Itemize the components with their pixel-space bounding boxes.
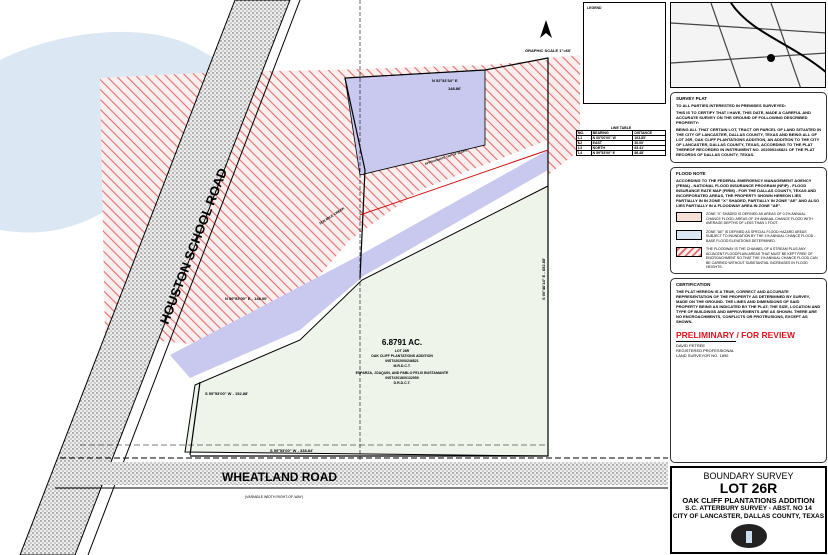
floodway-swatch xyxy=(676,247,702,257)
zone-x-swatch xyxy=(676,212,702,222)
lot-addition: OAK CLIFF PLANTATIONS ADDITION xyxy=(371,354,433,358)
title-location: CITY OF LANCASTER, DALLAS COUNTY, TEXAS xyxy=(672,513,825,520)
acreage: 6.8791 AC. xyxy=(382,338,422,347)
lot-inst: INST#202000246821 xyxy=(385,359,418,363)
line-table-title: LINE TABLE xyxy=(610,126,632,130)
survey-plat-p1: THIS IS TO CERTIFY THAT I HAVE, THIS DAT… xyxy=(676,110,811,125)
bearing-north: N 52°33'34" E xyxy=(432,78,458,83)
surveyor-name: DAVID PETREE xyxy=(676,342,706,348)
title-survey-type: BOUNDARY SURVEY xyxy=(703,471,794,481)
purple-easement-creek xyxy=(170,150,548,378)
line-table-cell: L4 xyxy=(576,150,592,156)
bearing-north-dist: 148.86' xyxy=(448,86,461,91)
bearing-south: S 59°53'00" W - 338.84' xyxy=(270,448,313,453)
notes-panel: SURVEY PLAT TO ALL PARTIES INTERESTED IN… xyxy=(670,2,827,463)
lot-number: LOT 26R xyxy=(395,349,410,353)
bearing-southwest: S 59°53'00" W - 152.88' xyxy=(205,391,248,396)
houston-school-road xyxy=(19,0,291,555)
owner-inst: INST#201800132959 xyxy=(385,376,418,380)
certification-text: THE PLAT HEREON IS A TRUE, CORRECT AND A… xyxy=(676,288,821,324)
survey-plat-note: SURVEY PLAT TO ALL PARTIES INTERESTED IN… xyxy=(670,92,827,163)
flood-note: FLOOD NOTE ACCORDING TO THE FEDERAL EMER… xyxy=(670,167,827,274)
line-table-cell: 86.48' xyxy=(632,150,666,156)
owner: ESPARZA, JOAQUIN, AND PABLO FELIX BUSTAM… xyxy=(356,371,449,375)
line-table-cell: N 59°53'00" E xyxy=(590,150,634,156)
flood-note-title: FLOOD NOTE xyxy=(676,171,706,176)
owner-rec: D.R.D.C.T. xyxy=(394,381,411,385)
top-of-slope xyxy=(359,149,549,216)
title-addition: OAK CLIFF PLANTATIONS ADDITION xyxy=(682,496,815,505)
survey-plat-map: HOUSTON SCHOOL ROAD WHEATLAND ROAD (VARI… xyxy=(0,0,668,555)
company-logo xyxy=(730,524,767,548)
survey-plat-p2: BEING ALL THAT CERTAIN LOT, TRACT OR PAR… xyxy=(676,127,821,157)
survey-plat-title: SURVEY PLAT xyxy=(676,96,708,101)
graphic-scale: GRAPHIC SCALE 1"=60' xyxy=(525,48,571,53)
flood-hatch-east xyxy=(548,55,580,175)
floodway: THE FLOODWAY IS THE CHANNEL OF A STREAM … xyxy=(706,247,818,269)
surveyor-title: REGISTERED PROFESSIONAL xyxy=(676,347,735,353)
legend-title: LEGEND xyxy=(587,6,602,10)
flood-zone-x: ZONE "X" SHADED IS DEFINED AS AREAS OF 0… xyxy=(706,212,813,225)
title-block: BOUNDARY SURVEY LOT 26R OAK CLIFF PLANTA… xyxy=(670,466,827,554)
vicinity-map xyxy=(670,2,826,88)
survey-plat-to: TO ALL PARTIES INTERESTED IN PREMISES SU… xyxy=(676,103,787,108)
title-lot: LOT 26R xyxy=(719,480,778,496)
wheatland-road-sub: (VARIABLE WIDTH RIGHT-OF-WAY) xyxy=(245,495,303,499)
lot-boundary xyxy=(189,57,549,457)
certification-title: CERTIFICATION xyxy=(676,281,711,287)
legend-box: LEGEND xyxy=(583,2,666,104)
preliminary-stamp: PRELIMINARY / FOR REVIEW xyxy=(676,329,796,340)
lot-rec: M.R.D.C.T. xyxy=(393,364,410,368)
wheatland-road xyxy=(50,462,668,485)
flood-note-text: ACCORDING TO THE FEDERAL EMERGENCY MANAG… xyxy=(676,178,820,208)
certification: CERTIFICATION THE PLAT HEREON IS A TRUE,… xyxy=(670,277,827,463)
title-survey-abstract: S.C. ATTERBURY SURVEY - ABST. NO 14 xyxy=(685,505,812,512)
bearing-east: S 00°46'14" E - 652.85' xyxy=(541,258,546,300)
surveyor-number: LAND SURVEYOR NO. 1890 xyxy=(676,352,729,358)
flood-zone-ae: ZONE "AE" IS DEFINED AS SPECIAL FLOOD HA… xyxy=(706,229,816,243)
zone-ae-swatch xyxy=(676,229,702,240)
bearing-creek: N 59°53'00" E - 148.00' xyxy=(225,296,267,301)
north-arrow xyxy=(540,20,552,38)
wheatland-road-label: WHEATLAND ROAD xyxy=(222,470,337,484)
